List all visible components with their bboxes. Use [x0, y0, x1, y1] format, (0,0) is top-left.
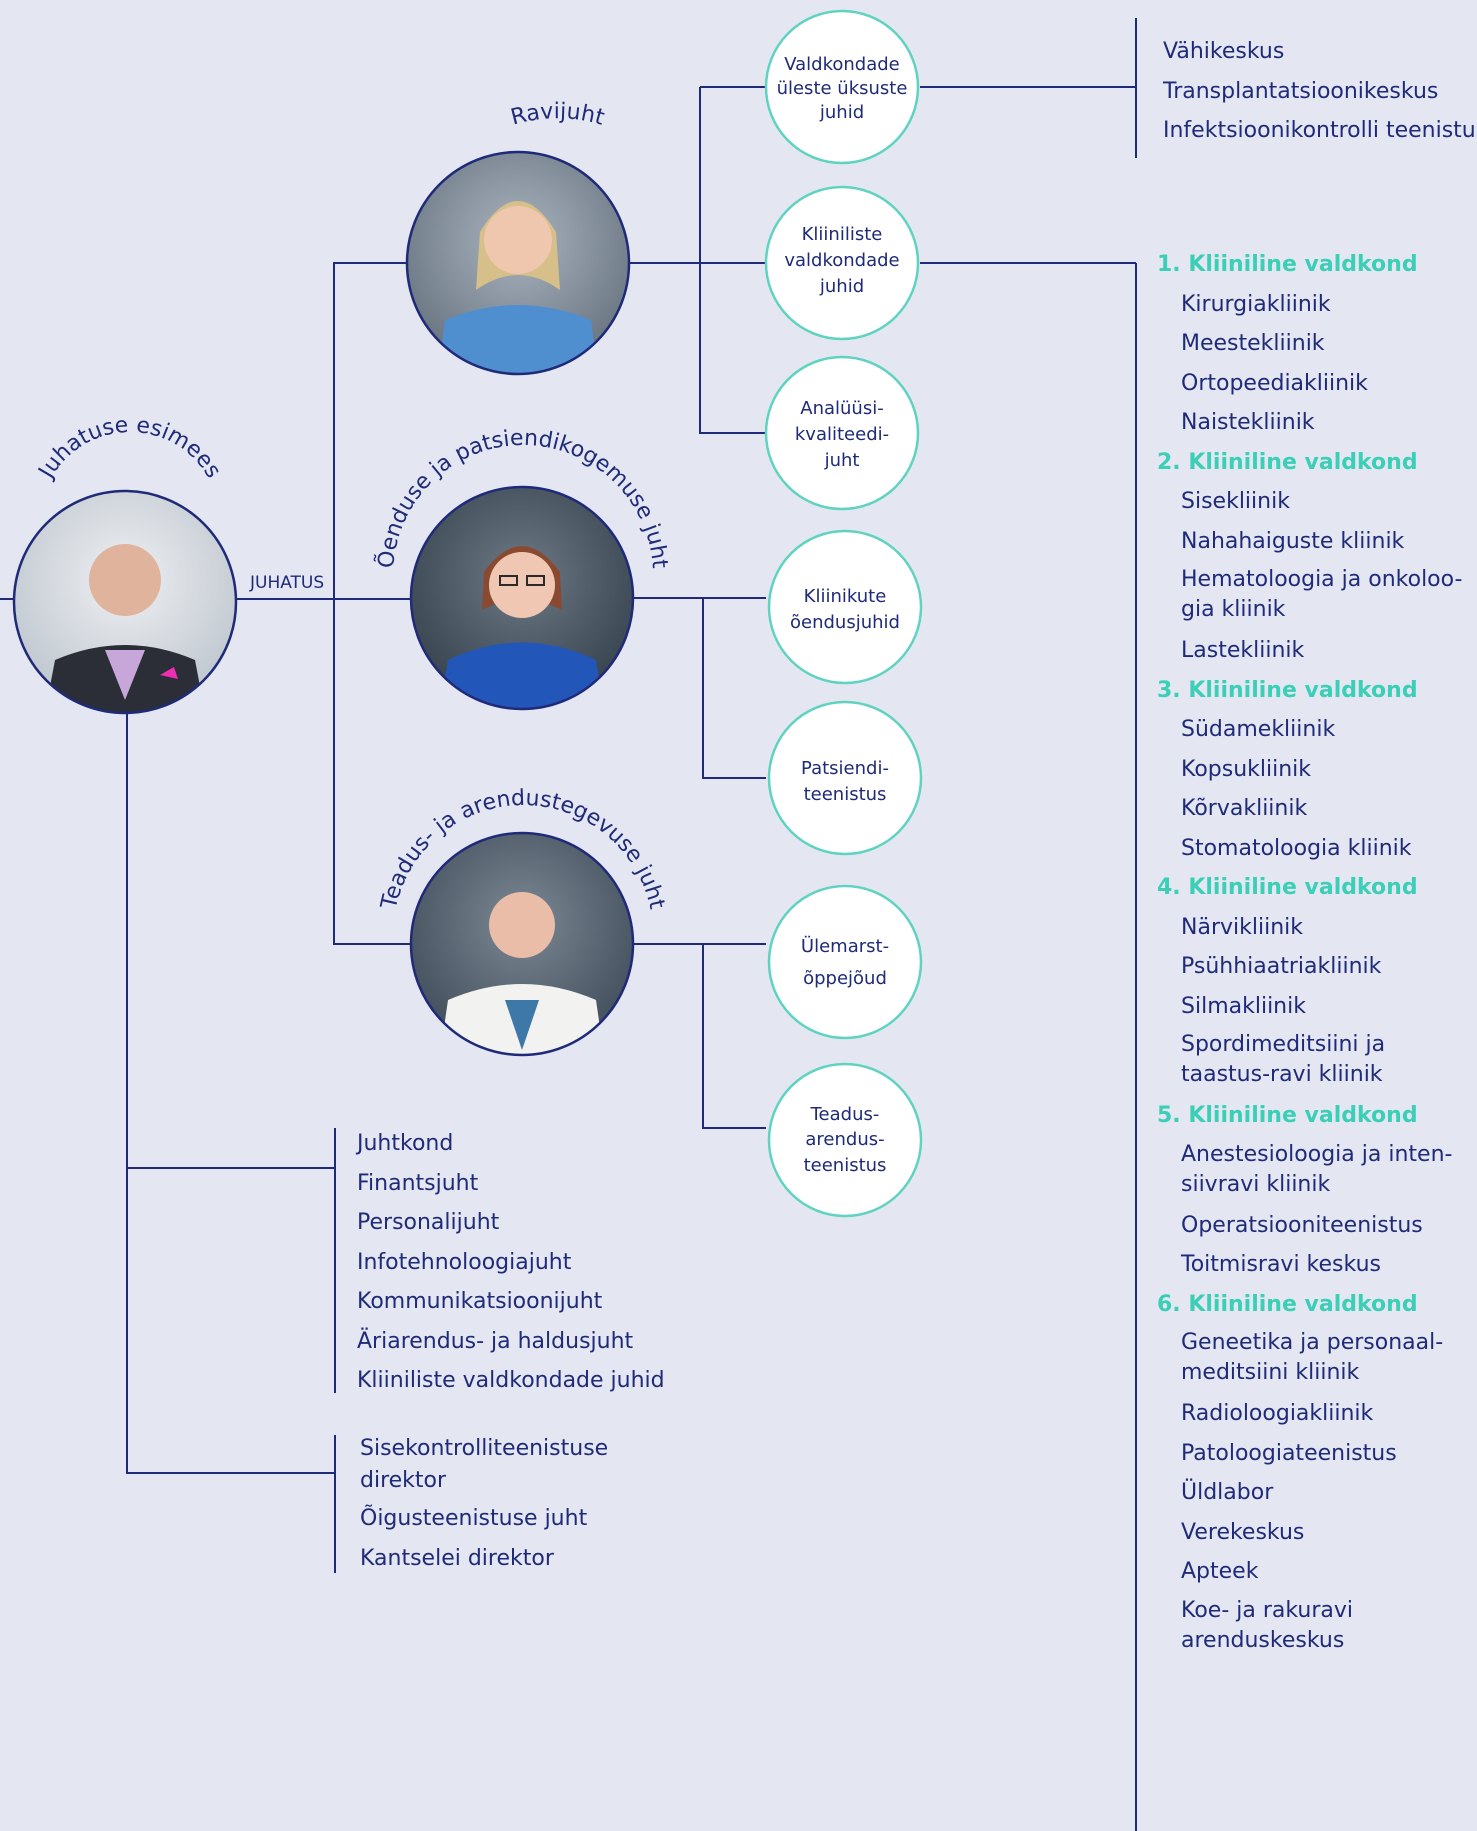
- medical-director-portrait: [405, 150, 631, 376]
- ceo-title: Juhatuse esimees: [33, 413, 225, 484]
- clinic-item: Ortopeediakliinik: [1181, 370, 1368, 396]
- clinic-item: Toitmisravi keskus: [1181, 1252, 1381, 1277]
- list-item: Juhtkond: [357, 1131, 454, 1156]
- clinic-item: Meestekliinik: [1181, 331, 1325, 356]
- clinic-item: Radioloogiakliinik: [1181, 1401, 1374, 1426]
- list-item: Personalijuht: [357, 1210, 500, 1235]
- clinic-item: Kopsukliinik: [1181, 756, 1312, 782]
- clinic-item: Lastekliinik: [1181, 638, 1305, 663]
- connector-lines: [0, 18, 1137, 1831]
- clinic-item: Sisekliinik: [1181, 489, 1290, 514]
- clinic-item: Südamekliinik: [1181, 717, 1336, 742]
- research-director-portrait: [409, 831, 635, 1057]
- clinic-item: Anestesioloogia ja inten-siivravi kliini…: [1181, 1141, 1453, 1197]
- node-line: õendusjuhid: [790, 612, 900, 633]
- list-item: Kantselei direktor: [360, 1546, 554, 1571]
- node-analysis-quality: Analüüsi- kvaliteedi- juht: [764, 355, 920, 511]
- node-line: kvaliteedi-: [795, 424, 889, 445]
- control-list: Sisekontrolliteenistuse direktor Õiguste…: [360, 1433, 610, 1575]
- clinic-item: Spordimeditsiini ja taastus-ravi kliinik: [1181, 1032, 1386, 1087]
- node-research-service: Teadus- arendus- teenistus: [767, 1062, 923, 1218]
- list-item: Transplantatsioonikeskus: [1163, 78, 1439, 104]
- medical-director-title: Ravijuht: [508, 99, 607, 131]
- nursing-director-portrait: [409, 485, 635, 711]
- clinic-item: Patoloogiateenistus: [1181, 1440, 1397, 1466]
- list-item: Sisekontrolliteenistuse direktor: [360, 1436, 609, 1493]
- node-line: Kliinikute: [804, 586, 887, 607]
- clinical-area-title: 6. Kliiniline valdkond: [1157, 1291, 1418, 1317]
- clinic-item: Geneetika ja personaal-meditsiini kliini…: [1181, 1330, 1444, 1385]
- ceo-portrait: [12, 489, 238, 715]
- list-item: Õigusteenistuse juht: [360, 1506, 588, 1531]
- list-item: Kliiniliste valdkondade juhid: [357, 1368, 665, 1393]
- list-item: Finantsjuht: [357, 1170, 479, 1196]
- node-line: teenistus: [804, 1155, 887, 1176]
- node-line: Patsiendi-: [801, 758, 889, 779]
- clinic-item: Silmakliinik: [1181, 993, 1306, 1019]
- clinic-item: Apteek: [1181, 1559, 1259, 1584]
- clinic-item: Kirurgiakliinik: [1181, 291, 1331, 317]
- clinical-area-list: 1. Kliiniline valdkond Kirurgiakliinik M…: [1157, 245, 1462, 1662]
- node-line: Valdkondade: [784, 54, 900, 75]
- node-line: Ülemarst-: [801, 935, 889, 957]
- node-line: valdkondade: [784, 250, 899, 271]
- list-item: Kommunikatsioonijuht: [357, 1289, 603, 1314]
- node-line: Analüüsi-: [800, 398, 883, 419]
- node-patient-service: Patsiendi- teenistus: [767, 700, 923, 856]
- clinic-item: Naistekliinik: [1181, 410, 1315, 435]
- node-cross-units: Valdkondade üleste üksuste juhid: [764, 9, 920, 165]
- node-line: juhid: [819, 102, 864, 123]
- node-clinical-heads: Kliiniliste valdkondade juhid: [764, 185, 920, 341]
- clinic-item: Kõrvakliinik: [1181, 796, 1308, 821]
- clinic-item: Psühhiaatriakliinik: [1181, 954, 1382, 979]
- node-line: üleste üksuste: [777, 78, 908, 99]
- clinic-item: Nahahaiguste kliinik: [1181, 528, 1405, 554]
- node-senior-lecturers: Ülemarst- õppejõud: [767, 884, 923, 1040]
- cross-unit-list: Vähikeskus Transplantatsioonikeskus Infe…: [1163, 32, 1477, 151]
- clinic-item: Üldlabor: [1181, 1480, 1274, 1505]
- node-line: arendus-: [805, 1129, 884, 1150]
- clinical-area-title: 2. Kliiniline valdkond: [1157, 449, 1418, 475]
- node-line: juhid: [819, 276, 864, 297]
- node-line: juht: [824, 450, 860, 471]
- clinic-item: Närvikliinik: [1181, 914, 1303, 940]
- clinic-item: Hematoloogia ja onkoloo-gia kliinik: [1181, 567, 1463, 622]
- clinic-item: Koe- ja rakuravi arenduskeskus: [1181, 1597, 1354, 1653]
- list-item: Infektsioonikontrolli teenistus: [1163, 118, 1477, 143]
- clinical-area-title: 4. Kliiniline valdkond: [1157, 875, 1418, 900]
- node-clinic-nursing: Kliinikute õendusjuhid: [767, 529, 923, 685]
- clinical-area-title: 1. Kliiniline valdkond: [1157, 252, 1418, 277]
- clinic-item: Stomatoloogia kliinik: [1181, 835, 1412, 861]
- node-line: õppejõud: [803, 968, 887, 989]
- node-line: Teadus-: [810, 1104, 880, 1125]
- node-line: Kliiniliste: [802, 224, 883, 245]
- board-label: JUHATUS: [249, 573, 324, 593]
- list-item: Äriarendus- ja haldusjuht: [357, 1328, 634, 1354]
- clinic-item: Operatsiooniteenistus: [1181, 1212, 1423, 1238]
- node-line: teenistus: [804, 784, 887, 805]
- list-item: Infotehnoloogiajuht: [357, 1249, 572, 1275]
- clinical-area-title: 5. Kliiniline valdkond: [1157, 1103, 1418, 1128]
- clinic-item: Verekeskus: [1181, 1519, 1305, 1545]
- management-list: Juhtkond Finantsjuht Personalijuht Infot…: [357, 1124, 665, 1401]
- list-item: Vähikeskus: [1163, 39, 1285, 64]
- clinical-area-title: 3. Kliiniline valdkond: [1157, 677, 1418, 703]
